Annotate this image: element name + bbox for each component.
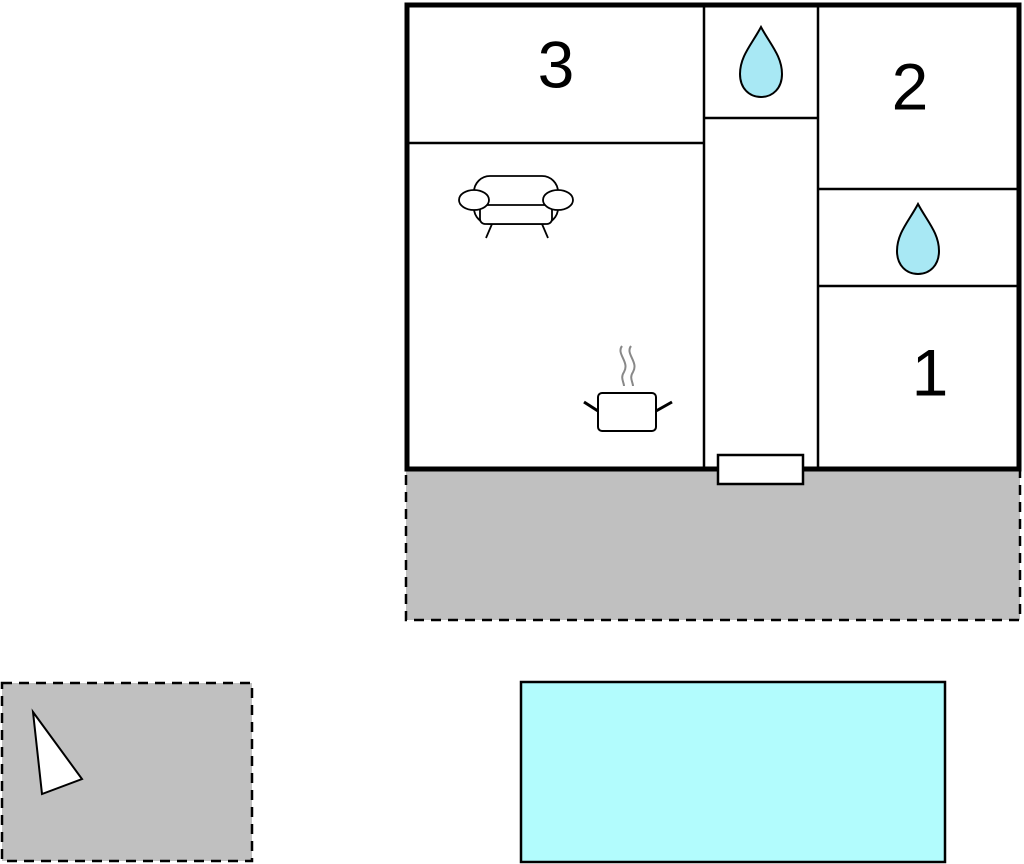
room-label-1: 1 bbox=[912, 335, 949, 409]
water-drop-icon bbox=[895, 201, 941, 276]
room-label-3: 3 bbox=[538, 27, 575, 101]
room-label-2: 2 bbox=[892, 49, 929, 123]
sofa-icon bbox=[458, 175, 574, 239]
interior-walls bbox=[407, 5, 1019, 469]
terrace bbox=[404, 468, 1022, 622]
entrance-door bbox=[716, 453, 805, 486]
water-drop-icon bbox=[738, 24, 784, 99]
cooking-pot-icon bbox=[583, 345, 673, 432]
swimming-pool bbox=[519, 680, 947, 864]
house-outline bbox=[404, 2, 1022, 472]
north-arrow-icon bbox=[31, 708, 84, 796]
